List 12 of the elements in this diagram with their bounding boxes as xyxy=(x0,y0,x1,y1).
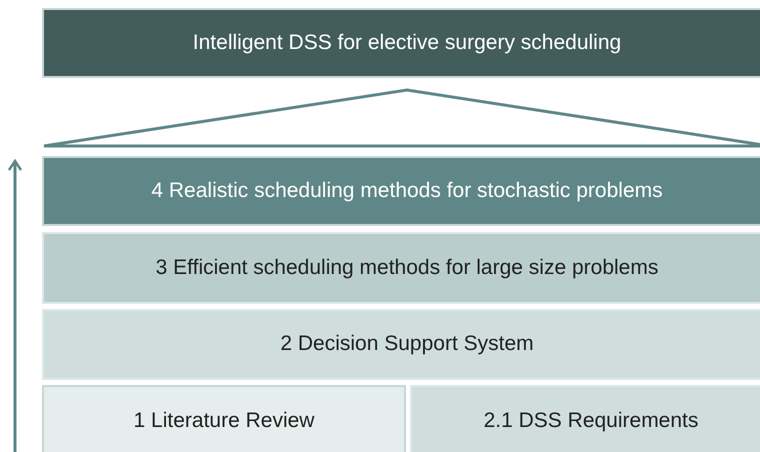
layer-label: 2.1 DSS Requirements xyxy=(484,408,698,434)
layer-box xyxy=(410,385,760,452)
layer-label: 4 Realistic scheduling methods for stochastic problems xyxy=(151,178,663,204)
layer-label: 3 Efficient scheduling methods for large size problems xyxy=(156,254,658,281)
layer-box xyxy=(42,309,760,380)
layer-box xyxy=(42,385,406,452)
layer-box xyxy=(42,156,760,226)
layer-box xyxy=(42,232,760,304)
layer-label: Intelligent DSS for elective surgery scheduling xyxy=(192,30,622,56)
layer-label: 1 Literature Review xyxy=(134,408,314,434)
layer-label: 2 Decision Support System xyxy=(280,331,534,358)
goal-box xyxy=(42,8,760,78)
